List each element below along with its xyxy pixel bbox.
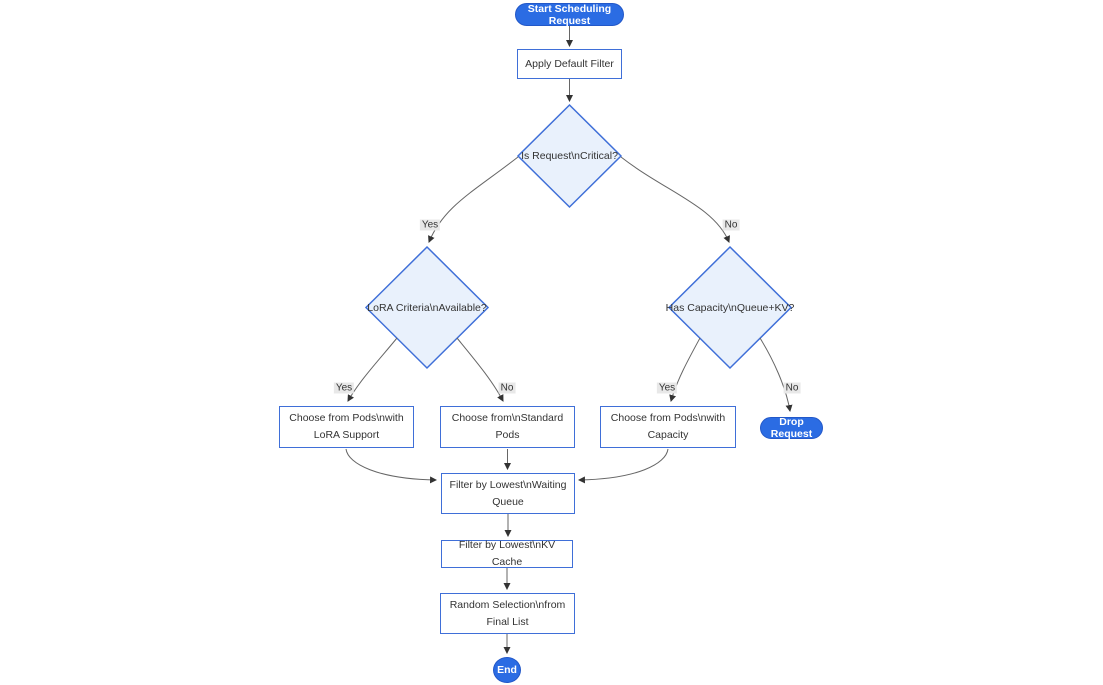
decision-is-critical-shape — [516, 103, 623, 209]
decision-has-capacity-shape — [667, 245, 793, 370]
edge-capacity-yes — [669, 337, 701, 403]
edge-label-lora-no: No — [498, 382, 516, 394]
choose-lora-pods-node: Choose from Pods\nwith LoRA Support — [279, 406, 414, 448]
is-request-critical-decision-label: Is Request\nCritical? — [521, 150, 618, 162]
edge-lora-no — [456, 337, 504, 402]
edge-choose-capacity-to-filter-waiting — [577, 448, 669, 484]
drop-request-node: Drop Request — [760, 416, 823, 440]
edge-is-critical-yes — [428, 156, 519, 243]
choose-capacity-pods-node: Choose from Pods\nwith Capacity — [600, 406, 736, 448]
choose-standard-pods-node: Choose from\nStandard Pods — [440, 406, 575, 448]
lora-criteria-decision-label: LoRA Criteria\nAvailable? — [367, 301, 487, 314]
decision-lora-criteria-shape — [364, 245, 490, 370]
apply-default-filter-node: Apply Default Filter — [517, 49, 622, 79]
edge-label-critical-no: No — [722, 219, 740, 231]
has-capacity-decision-label: Has Capacity\nQueue+KV? — [665, 301, 795, 314]
edge-lora-yes — [347, 337, 398, 402]
edge-choose-lora-to-filter-waiting — [345, 448, 438, 484]
random-selection-node: Random Selection\nfrom Final List — [440, 593, 575, 634]
edge-label-capacity-yes: Yes — [656, 382, 678, 394]
edge-label-critical-yes: Yes — [419, 219, 441, 231]
start-node: Start Scheduling Request — [515, 3, 624, 27]
edge-label-lora-yes: Yes — [333, 382, 355, 394]
end-node: End — [493, 657, 521, 683]
edge-capacity-no — [759, 337, 793, 413]
edge-label-capacity-no: No — [783, 382, 801, 394]
edge-is-critical-no — [620, 156, 730, 243]
filter-kv-cache-node: Filter by Lowest\nKV Cache — [441, 539, 573, 568]
filter-waiting-queue-node: Filter by Lowest\nWaiting Queue — [441, 473, 575, 514]
